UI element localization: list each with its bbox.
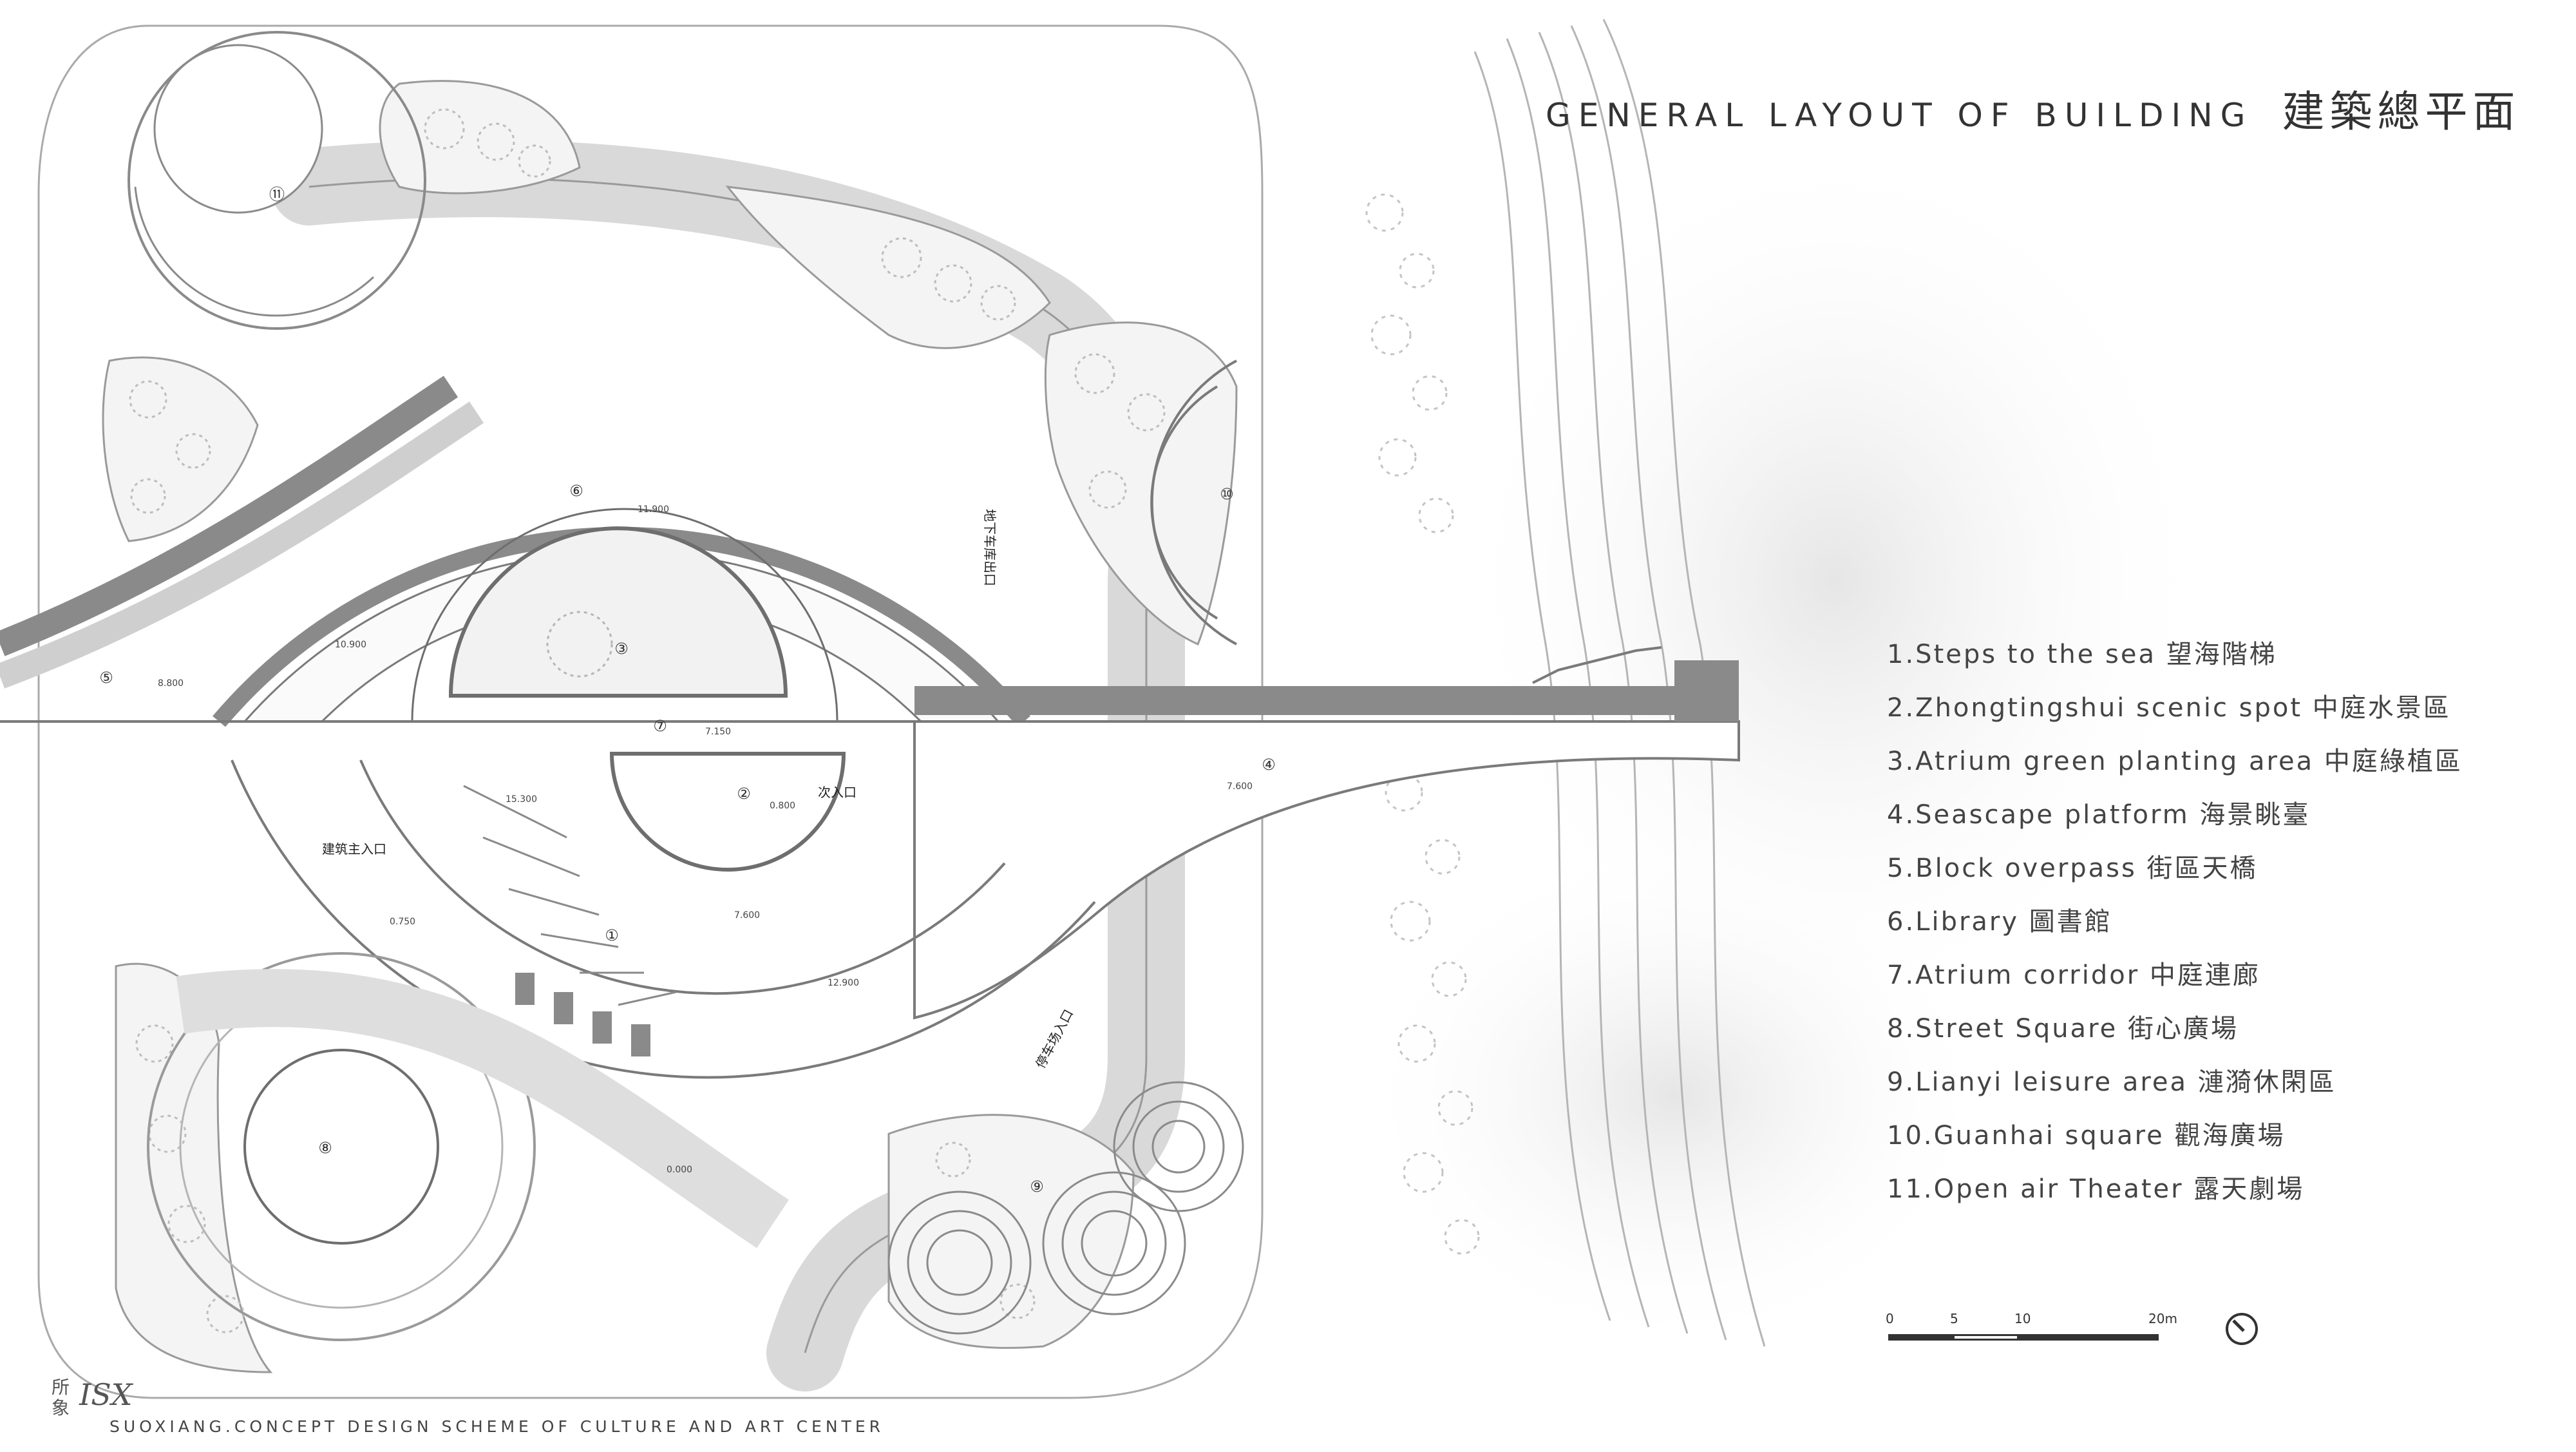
legend-item: 8.Street Square 街心廣場 [1887, 1014, 2239, 1044]
planting-islands [102, 80, 1238, 1373]
legend-item: 6.Library 圖書館 [1887, 907, 2112, 937]
ripple-area [887, 1081, 1244, 1335]
north-arrow [2224, 1312, 2259, 1349]
street-square-plaza [243, 1049, 439, 1245]
legend-item: 7.Atrium corridor 中庭連廊 [1887, 960, 2260, 990]
legend-list: 1.Steps to the sea 望海階梯 2.Zhongtingshui … [1887, 628, 2463, 1216]
zone-marker-2: ② [737, 785, 751, 803]
steps-to-sea [231, 759, 1096, 1079]
elevation-mark: 0.800 [770, 801, 795, 811]
zone-marker-8: ⑧ [318, 1139, 332, 1157]
brand-char-1: 所 [52, 1377, 70, 1398]
zone-marker-4: ④ [1262, 756, 1276, 774]
elevation-marks: 11.900 10.900 8.800 7.150 7.600 15.300 0… [158, 504, 1253, 1175]
zone-marker-5: ⑤ [99, 669, 113, 687]
elevation-mark: 8.800 [158, 678, 184, 689]
footer-credit: 所 象 ISX SUOXIANG.CONCEPT DESIGN SCHEME O… [52, 1377, 880, 1437]
shoreline-contours [1473, 19, 1766, 1347]
scale-label-20: 20m [2148, 1311, 2177, 1326]
elevation-mark: 7.600 [1227, 781, 1253, 792]
stair-treads [463, 785, 677, 1006]
guanhai-square-steps [1150, 385, 1218, 620]
steps-to-sea-inner [359, 759, 1006, 995]
elevation-mark: 12.900 [828, 978, 859, 988]
sea-haze [1449, 129, 2222, 1031]
legend-item: 3.Atrium green planting area 中庭綠植區 [1887, 747, 2463, 776]
legend-item: 10.Guanhai square 觀海廣場 [1887, 1121, 2286, 1151]
open-air-theater-seating [134, 186, 375, 317]
block-overpass [0, 376, 459, 656]
street-square-ring [147, 952, 536, 1341]
zone-marker-3: ③ [614, 640, 629, 658]
scale-segment [1953, 1334, 2021, 1341]
north-arrow-icon [2226, 1313, 2258, 1345]
secondary-entrance-label: 次入口 [818, 785, 857, 800]
parking-entry-label: 停车场入口 [1032, 1007, 1076, 1071]
zone-marker-11: ⑪ [269, 186, 285, 204]
open-air-theater-stage [153, 44, 323, 214]
zone-marker-1: ① [605, 926, 619, 944]
page-title: GENERAL LAYOUT OF BUILDING 建築總平面 [1546, 77, 2521, 139]
seascape-platform [0, 720, 1740, 1020]
brand-char-2: 象 [52, 1397, 70, 1419]
scale-segment [2017, 1334, 2159, 1341]
main-entrance-label: 建筑主入口 [322, 841, 386, 857]
sea-steps [1532, 646, 1662, 684]
open-air-theater [128, 31, 426, 330]
brand-mark: 所 象 [52, 1377, 70, 1419]
legend-item: 5.Block overpass 街區天橋 [1887, 854, 2258, 883]
sea-haze [1352, 837, 1996, 1353]
elevation-mark: 11.900 [638, 504, 669, 515]
legend-item: 11.Open air Theater 露天劇場 [1887, 1174, 2305, 1204]
legend-item: 9.Lianyi leisure area 漣漪休閑區 [1887, 1067, 2336, 1097]
elevation-mark: 15.300 [506, 794, 537, 805]
elevation-mark: 0.750 [390, 917, 415, 927]
platform-end [1674, 660, 1739, 721]
street-square-path [176, 969, 789, 1248]
scale-segment [1888, 1334, 1953, 1341]
zone-marker-10: ⑩ [1220, 485, 1234, 503]
legend-item: 4.Seascape platform 海景眺臺 [1887, 800, 2311, 830]
elevation-mark: 0.000 [667, 1165, 692, 1175]
elevation-mark: 7.150 [705, 727, 731, 737]
block-overpass-deck [0, 401, 484, 689]
zone-marker-9: ⑨ [1030, 1178, 1044, 1196]
tree-canopies [129, 108, 1166, 1333]
zone-markers: ① ② ③ ④ ⑤ ⑥ ⑦ ⑧ ⑨ ⑩ ⑪ [99, 186, 1276, 1196]
legend-item: 2.Zhongtingshui scenic spot 中庭水景區 [1887, 693, 2451, 723]
elevation-mark: 7.600 [734, 910, 760, 921]
scale-bar: 0 5 10 20m [1886, 1311, 2177, 1362]
scale-label-10: 10 [2014, 1311, 2031, 1326]
elevation-mark: 10.900 [335, 640, 366, 650]
garage-exit-label: 地下车库出口 [982, 509, 998, 586]
site-boundary [37, 24, 1264, 1399]
zone-marker-7: ⑦ [653, 717, 667, 735]
atrium-planting [448, 526, 788, 698]
platform-walkway [914, 686, 1674, 715]
zone-marker-6: ⑥ [569, 482, 583, 500]
atrium-tree [546, 611, 613, 678]
scale-label-0: 0 [1886, 1311, 1894, 1326]
title-english: GENERAL LAYOUT OF BUILDING [1546, 97, 2253, 134]
stair-blocks [515, 973, 650, 1056]
scale-label-5: 5 [1950, 1311, 1958, 1326]
library-inner-ring [411, 508, 838, 722]
footer-caption: SUOXIANG.CONCEPT DESIGN SCHEME OF CULTUR… [109, 1417, 884, 1436]
title-chinese: 建築總平面 [2282, 87, 2521, 137]
brand-logo: ISX [79, 1377, 133, 1412]
water-feature [609, 752, 846, 872]
legend-item: 1.Steps to the sea 望海階梯 [1887, 640, 2277, 669]
